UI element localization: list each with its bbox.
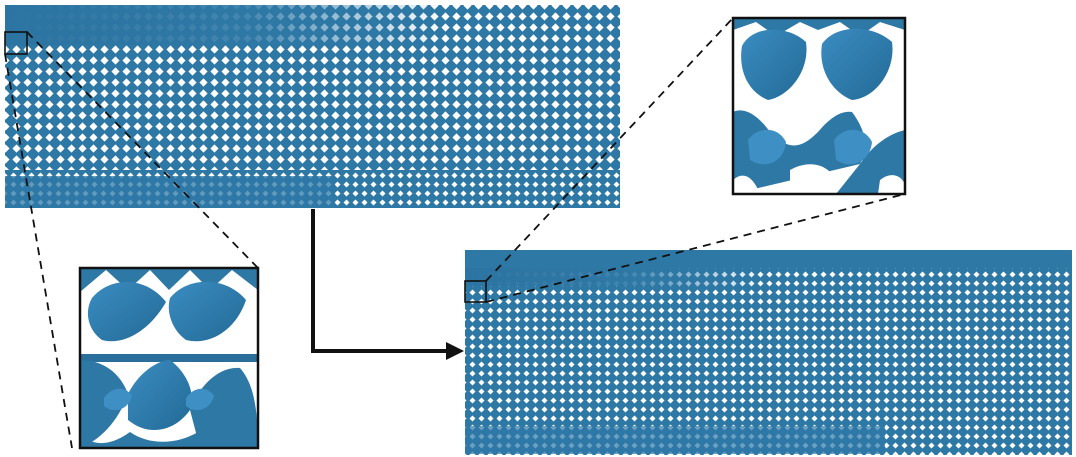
leader-lines xyxy=(4,17,906,449)
zoom-inset-original xyxy=(78,266,260,450)
zoom-marker-original xyxy=(4,31,28,55)
original-lattice-panel xyxy=(4,5,620,208)
zoom-inset-optimized xyxy=(731,16,907,196)
zoom-marker-optimized xyxy=(464,280,487,303)
process-arrow xyxy=(311,209,464,360)
optimized-lattice-panel xyxy=(464,250,1072,455)
